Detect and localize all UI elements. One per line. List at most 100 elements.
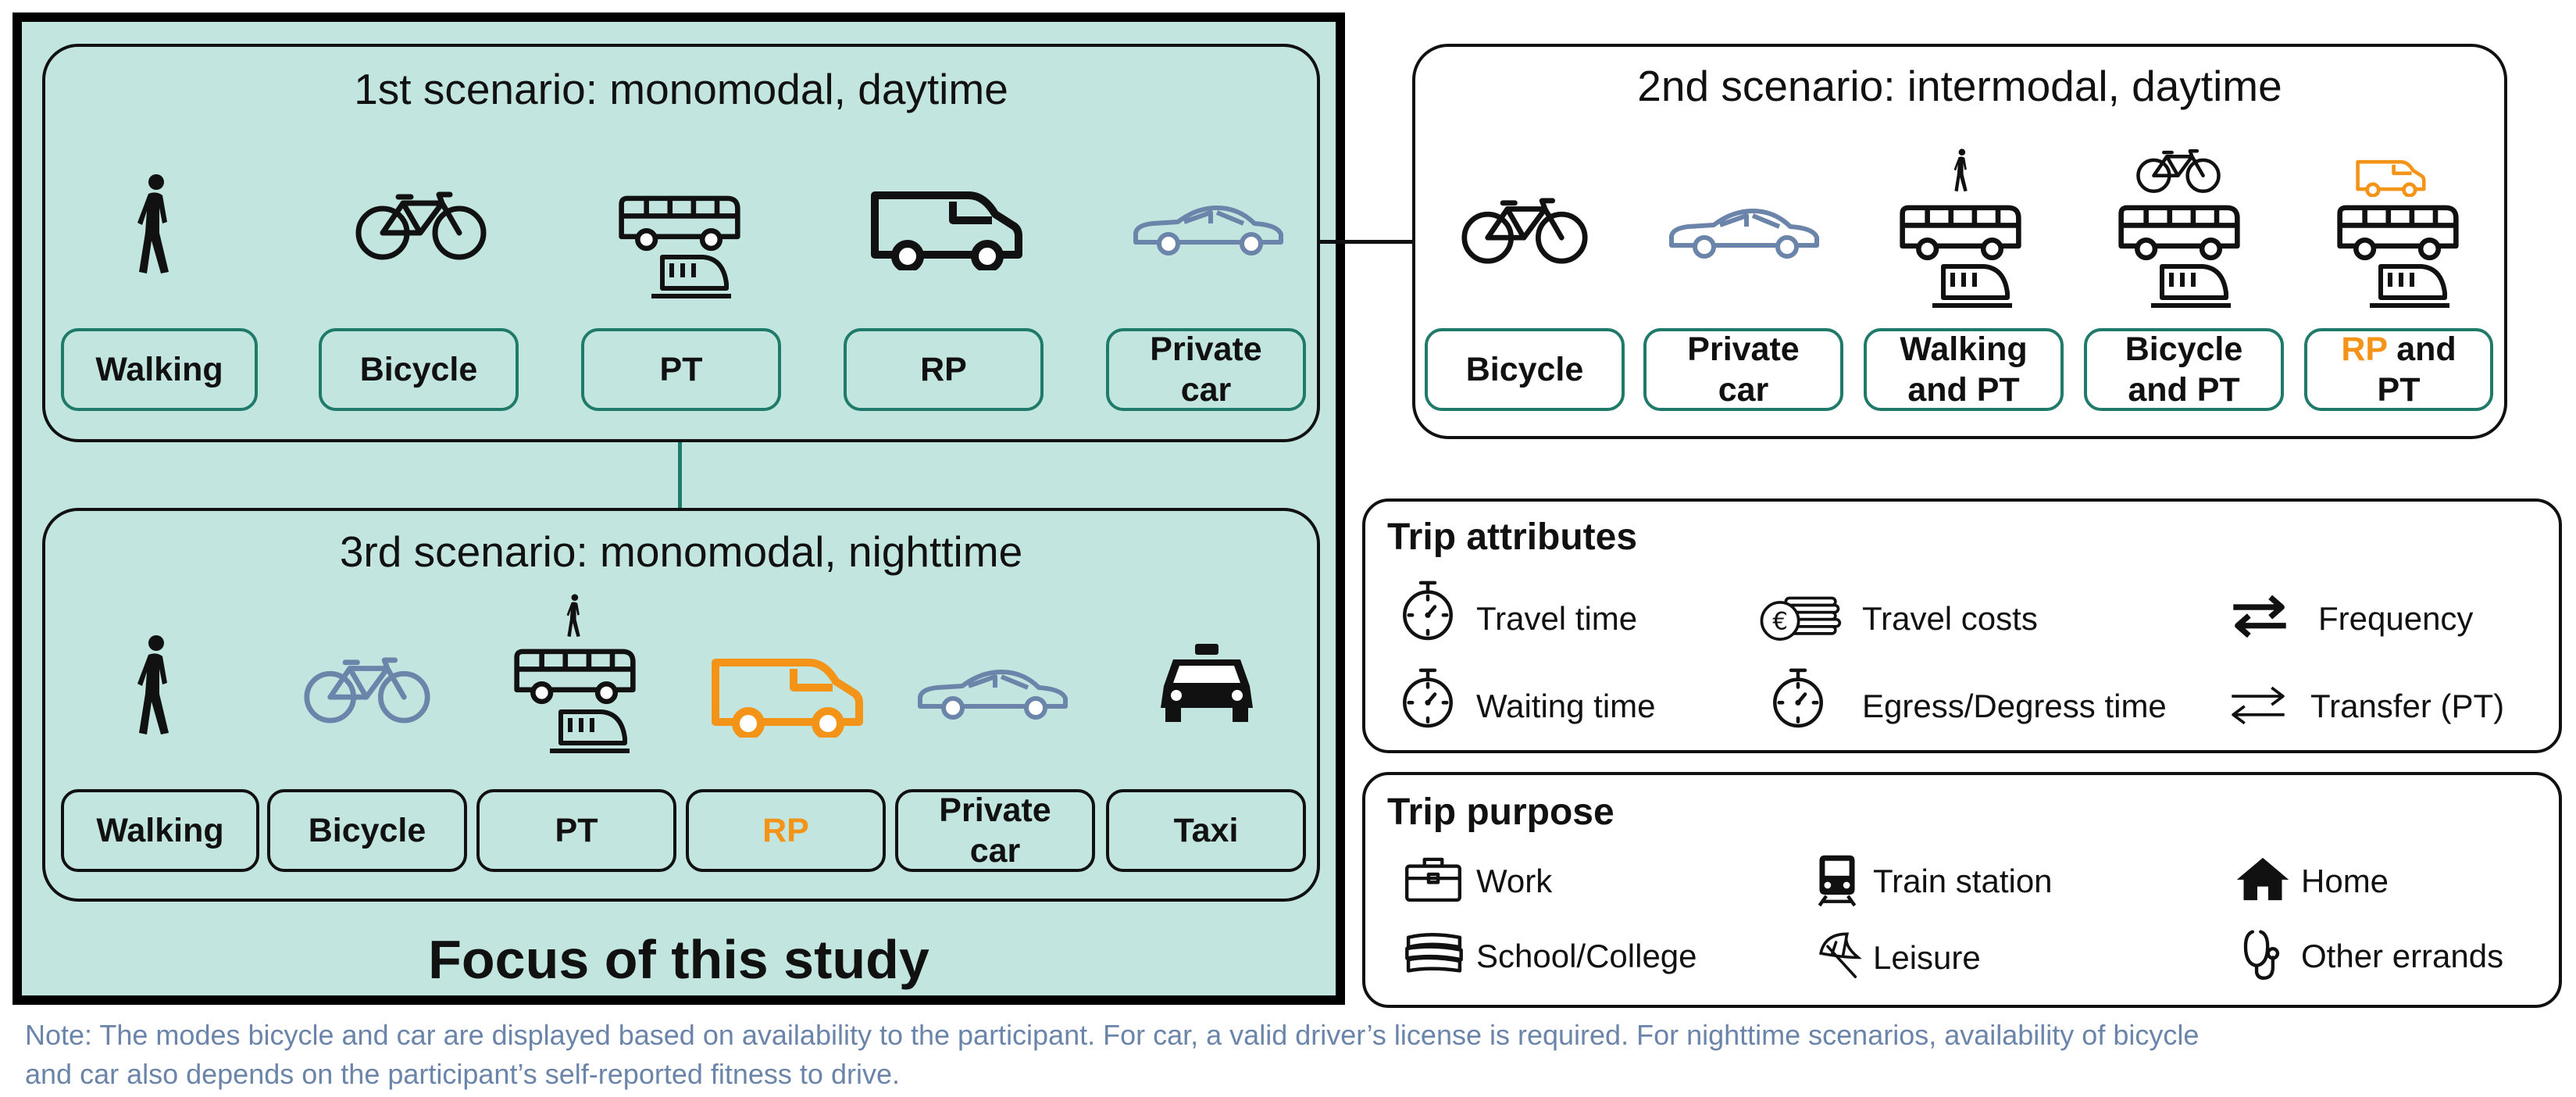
train-icon — [2148, 261, 2234, 309]
connector-scenario-1-3 — [678, 442, 682, 508]
footnote-line2: and car also depends on the participant’… — [25, 1058, 900, 1090]
mode-label-line1: Walking — [1900, 331, 2028, 368]
trip-attributes-panel: Trip attributes — [1362, 498, 2562, 753]
walking-person-icon — [131, 173, 178, 275]
mode-label: PT — [659, 351, 703, 388]
mode-label-and: and — [2387, 331, 2456, 368]
stethoscope-icon — [2242, 927, 2282, 983]
scenario-3-panel: 3rd scenario: monomodal, nighttime — [42, 508, 1320, 902]
scenario-1-panel: 1st scenario: monomodal, daytime — [42, 44, 1320, 442]
car-icon — [1665, 205, 1821, 259]
home-icon — [2235, 855, 2290, 903]
mode-label: Walking — [96, 812, 224, 849]
van-icon — [867, 184, 1023, 270]
mode-bicycle: Bicycle — [267, 789, 467, 872]
attr-waiting-time: Waiting time — [1476, 688, 1656, 724]
trip-attributes-heading: Trip attributes — [1387, 516, 1638, 558]
exchange-arrows-icon — [2226, 683, 2290, 727]
mode-label-line2: car — [1718, 371, 1769, 409]
van-small-icon — [2354, 156, 2426, 197]
connector-scenario-1-2 — [1320, 240, 1414, 244]
mode-pt: PT — [476, 789, 676, 872]
mode-rp: RP — [686, 789, 886, 872]
stopwatch-icon — [1770, 666, 1826, 730]
scenario-3-title: 3rd scenario: monomodal, nighttime — [339, 527, 1023, 576]
focus-label: Focus of this study — [428, 929, 929, 990]
stopwatch-icon — [1400, 666, 1456, 730]
mode-label: Walking — [95, 351, 223, 388]
train-icon — [2367, 261, 2453, 309]
van-icon — [708, 652, 864, 738]
bold-exchange-arrows-icon — [2228, 594, 2292, 638]
mode-walking: Walking — [61, 789, 259, 872]
mode-label: Bicycle — [1465, 351, 1584, 388]
purpose-leisure: Leisure — [1873, 939, 1981, 976]
attr-travel-time: Travel time — [1476, 600, 1638, 637]
trip-purpose-panel: Trip purpose — [1362, 772, 2562, 1008]
scenario-2-panel: 2nd scenario: intermodal, daytime — [1412, 44, 2507, 439]
car-icon — [1129, 202, 1286, 256]
attr-egress-degress-time: Egress/Degress time — [1862, 688, 2167, 724]
mode-label: Bicycle — [308, 812, 426, 849]
books-icon — [1403, 930, 1465, 980]
attr-travel-costs: Travel costs — [1862, 600, 2038, 637]
mode-walking: Walking — [61, 328, 258, 411]
attr-frequency: Frequency — [2318, 600, 2474, 637]
mode-label-line1: Private — [1687, 331, 1800, 368]
mode-taxi: Taxi — [1106, 789, 1306, 872]
euro-coins-icon — [1757, 592, 1850, 642]
purpose-home: Home — [2301, 863, 2389, 899]
train-icon — [648, 252, 734, 300]
car-icon — [914, 666, 1070, 720]
mode-label-line2: car — [1180, 371, 1232, 409]
purpose-other-errands: Other errands — [2301, 938, 2504, 974]
bus-icon — [2335, 200, 2460, 263]
bus-icon — [2117, 200, 2242, 263]
mode-pt: PT — [581, 328, 781, 411]
mode-label: RP — [762, 812, 809, 849]
mode-rp: RP — [844, 328, 1044, 411]
bicycle-small-icon — [2135, 148, 2221, 194]
umbrella-icon — [1815, 930, 1864, 978]
mode-label-line1: Private — [939, 791, 1051, 829]
mode-label-rp: RP — [2341, 331, 2388, 368]
train-icon — [547, 706, 633, 755]
walking-person-small-icon — [564, 594, 584, 638]
train-icon — [1929, 261, 2015, 309]
bus-icon — [617, 191, 742, 253]
mode-label: RP — [920, 351, 967, 388]
taxi-icon — [1156, 641, 1258, 727]
mode-label: Bicycle — [359, 351, 478, 388]
mode-label-line2: PT — [2377, 371, 2421, 409]
purpose-work: Work — [1476, 863, 1553, 899]
mode-label: Taxi — [1173, 812, 1239, 849]
bicycle-icon — [303, 656, 431, 724]
scenario-2-title: 2nd scenario: intermodal, daytime — [1637, 62, 2282, 110]
purpose-school-college: School/College — [1476, 938, 1697, 974]
bicycle-icon — [1461, 197, 1589, 265]
trip-purpose-heading: Trip purpose — [1387, 791, 1614, 833]
bicycle-icon — [355, 191, 487, 261]
footnote: Note: The modes bicycle and car are disp… — [25, 1016, 2564, 1094]
train-icon — [1817, 852, 1857, 908]
scenario-1-title: 1st scenario: monomodal, daytime — [354, 65, 1008, 113]
mode-bicycle: Bicycle — [1425, 328, 1625, 411]
walking-person-small-icon — [1951, 148, 1971, 192]
mode-label: PT — [555, 812, 598, 849]
purpose-train-station: Train station — [1873, 863, 2053, 899]
mode-label-line1: Private — [1150, 331, 1262, 368]
mode-label-line2: and PT — [1907, 371, 2020, 409]
mode-label-line1: Bicycle — [2125, 331, 2243, 368]
mode-label-line2: car — [969, 832, 1021, 870]
